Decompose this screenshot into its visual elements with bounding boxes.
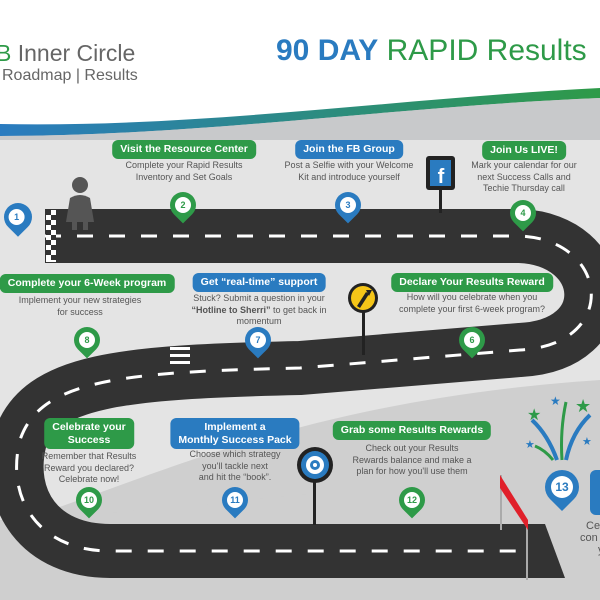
step-4-title: Join Us LIVE! — [482, 141, 566, 160]
svg-text:★: ★ — [582, 436, 592, 448]
target-sign-icon — [297, 447, 333, 525]
facebook-sign-icon: f — [426, 156, 455, 213]
finish-flag-icon — [500, 475, 528, 580]
step-7-title: Get “real-time” support — [192, 273, 326, 292]
brand-name: B Inner Circle — [0, 40, 136, 66]
svg-text:f: f — [438, 166, 445, 188]
step-2-title: Visit the Resource Center — [112, 140, 256, 159]
step-3-title: Join the FB Group — [295, 140, 403, 159]
step-13-desc-cut: Cecony — [580, 520, 600, 556]
svg-text:★: ★ — [550, 394, 561, 408]
cut-off-label — [590, 470, 600, 515]
svg-text:★: ★ — [527, 407, 541, 424]
step-8-title: Complete your 6-Week program — [0, 274, 175, 293]
fireworks-icon: ★ ★ ★ ★ ★ — [525, 394, 592, 461]
road — [0, 209, 600, 578]
person-icon — [66, 177, 94, 230]
champagne-sign-icon — [348, 283, 378, 355]
svg-text:★: ★ — [525, 439, 535, 451]
step-7-desc: Stuck? Submit a question in your“Hotline… — [191, 293, 327, 327]
step-12-title: Grab some Results Rewards — [332, 421, 492, 440]
svg-text:★: ★ — [575, 396, 591, 416]
step-6-title: Declare Your Results Reward — [391, 273, 553, 292]
brand-subtitle: Roadmap | Results — [2, 67, 138, 84]
header-wave — [0, 88, 600, 136]
crosswalk — [170, 347, 190, 364]
page-title: 90 DAY RAPID Results — [276, 34, 587, 67]
